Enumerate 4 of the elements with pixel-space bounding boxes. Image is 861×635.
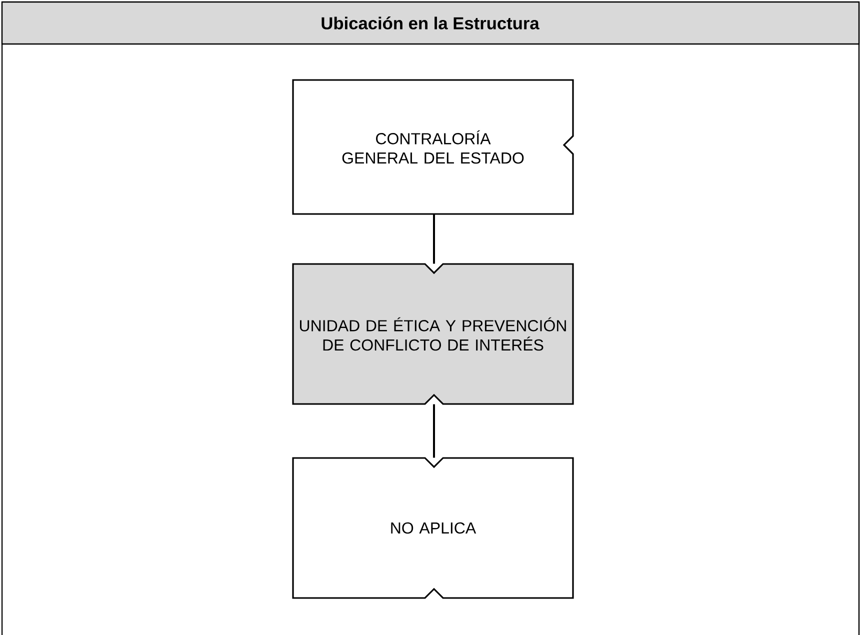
org-box: NO APLICA: [292, 457, 574, 599]
org-box: CONTRALORÍA GENERAL DEL ESTADO: [292, 79, 574, 215]
title-bar: Ubicación en la Estructura: [1, 1, 860, 45]
org-box: UNIDAD DE ÉTICA Y PREVENCIÓN DE CONFLICTO DE INTERÉS: [292, 263, 574, 405]
